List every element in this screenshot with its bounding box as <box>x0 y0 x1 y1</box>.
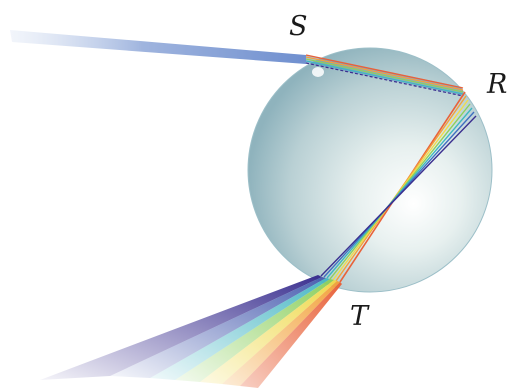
label-r: R <box>486 69 507 100</box>
label-s: S <box>289 11 308 42</box>
incoming-light-beam <box>10 30 306 64</box>
label-t: T <box>350 301 370 332</box>
water-droplet <box>248 48 492 292</box>
outgoing-spectrum-fan <box>40 275 342 388</box>
droplet-highlight <box>312 67 324 77</box>
